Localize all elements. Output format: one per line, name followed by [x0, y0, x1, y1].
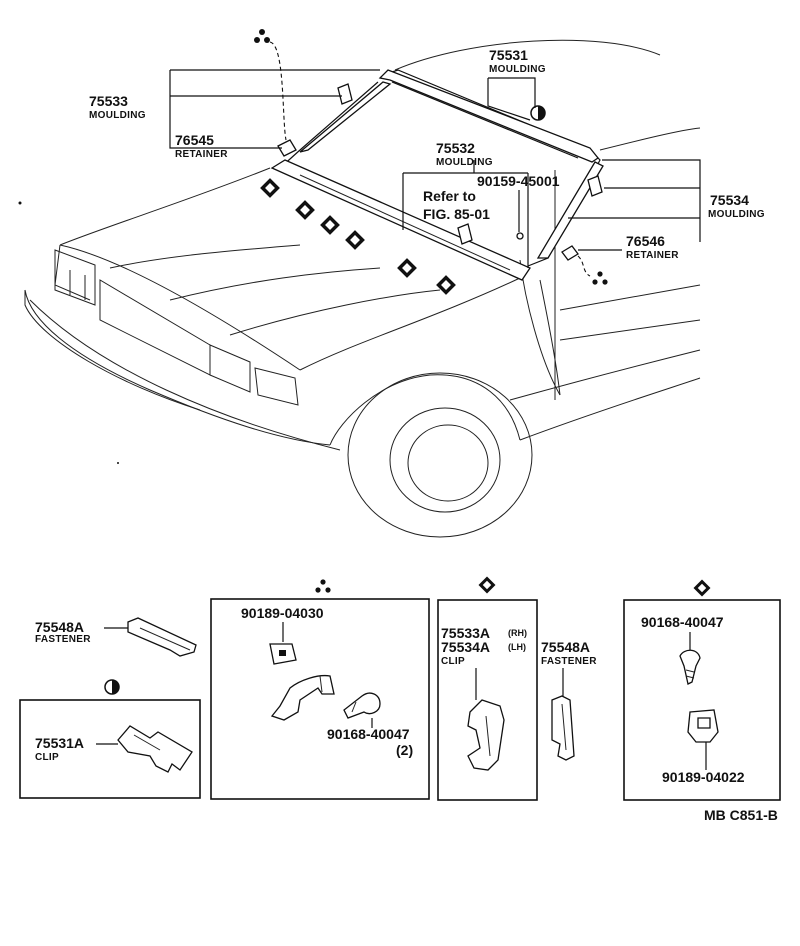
part-name-75548a-right: FASTENER — [541, 656, 597, 667]
side-rh: (RH) — [508, 628, 527, 638]
part-number-75533a: 75533A — [441, 625, 490, 641]
part-number-90159-45001: 90159-45001 — [477, 173, 560, 189]
moulding-parts — [270, 69, 604, 281]
part-number-75532: 75532 — [436, 140, 475, 156]
part-name-75548a-left: FASTENER — [35, 634, 91, 645]
part-name-75532: MOULDING — [436, 157, 493, 168]
label-75534: 75534 MOULDING — [708, 192, 765, 220]
label-75531: 75531 MOULDING — [489, 47, 546, 75]
part-number-75548a-left: 75548A — [35, 619, 84, 635]
part-number-90168-40047-box2: 90168-40047 — [327, 726, 410, 742]
scan-mark — [18, 201, 22, 205]
scan-mark — [117, 462, 119, 464]
part-name-75533: MOULDING — [89, 110, 146, 121]
quantity-box2: (2) — [396, 742, 413, 758]
triple-dot-symbol-top — [254, 29, 287, 141]
part-name-75531: MOULDING — [489, 64, 546, 75]
side-lh: (LH) — [508, 642, 526, 652]
leader-lines — [169, 69, 701, 268]
part-name-76545: RETAINER — [175, 149, 228, 160]
half-circle-symbol-detail — [104, 679, 120, 695]
detail-box-4: 90168-40047 90189-04022 — [623, 599, 781, 801]
diamond-symbol-box3 — [478, 576, 496, 594]
half-circle-symbol — [530, 105, 546, 121]
detail-fastener-right: 75548A FASTENER — [541, 639, 597, 761]
detail-box-75531a: 75531A CLIP — [19, 699, 201, 799]
part-number-76545: 76545 — [175, 132, 214, 148]
part-number-90189-04030: 90189-04030 — [241, 605, 324, 621]
diamond-symbol-box4 — [693, 579, 711, 597]
part-name-clip-box3: CLIP — [441, 656, 465, 667]
part-name-75531a: CLIP — [35, 752, 59, 763]
part-number-75531a: 75531A — [35, 735, 84, 751]
detail-box-3: 75533A (RH) 75534A (LH) CLIP — [437, 599, 538, 801]
part-number-76546: 76546 — [626, 233, 665, 249]
part-number-75531: 75531 — [489, 47, 528, 63]
detail-fastener-left: 75548A FASTENER — [35, 617, 197, 657]
part-name-75534: MOULDING — [708, 209, 765, 220]
label-76546: 76546 RETAINER — [626, 233, 679, 261]
refer-figure-note: Refer to FIG. 85-01 — [423, 188, 490, 222]
clip-symbols — [260, 178, 456, 295]
part-number-75548a-right: 75548A — [541, 639, 590, 655]
car-illustration — [24, 39, 701, 538]
refer-line-1: Refer to — [423, 188, 476, 204]
label-75532: 75532 MOULDING — [436, 140, 493, 168]
part-number-75534: 75534 — [710, 192, 749, 208]
part-number-75534a: 75534A — [441, 639, 490, 655]
part-number-75533: 75533 — [89, 93, 128, 109]
triple-dot-symbol-detail — [315, 579, 331, 593]
triple-dot-symbol-right — [577, 255, 608, 285]
detail-box-2: 90189-04030 90168-40047 (2) — [210, 598, 430, 800]
label-76545: 76545 RETAINER — [175, 132, 228, 160]
part-number-90168-40047-box4: 90168-40047 — [641, 614, 724, 630]
part-number-90189-04022: 90189-04022 — [662, 769, 745, 785]
part-name-76546: RETAINER — [626, 250, 679, 261]
refer-line-2: FIG. 85-01 — [423, 206, 490, 222]
label-75533: 75533 MOULDING — [89, 93, 146, 121]
figure-code: MB C851-B — [704, 807, 778, 823]
